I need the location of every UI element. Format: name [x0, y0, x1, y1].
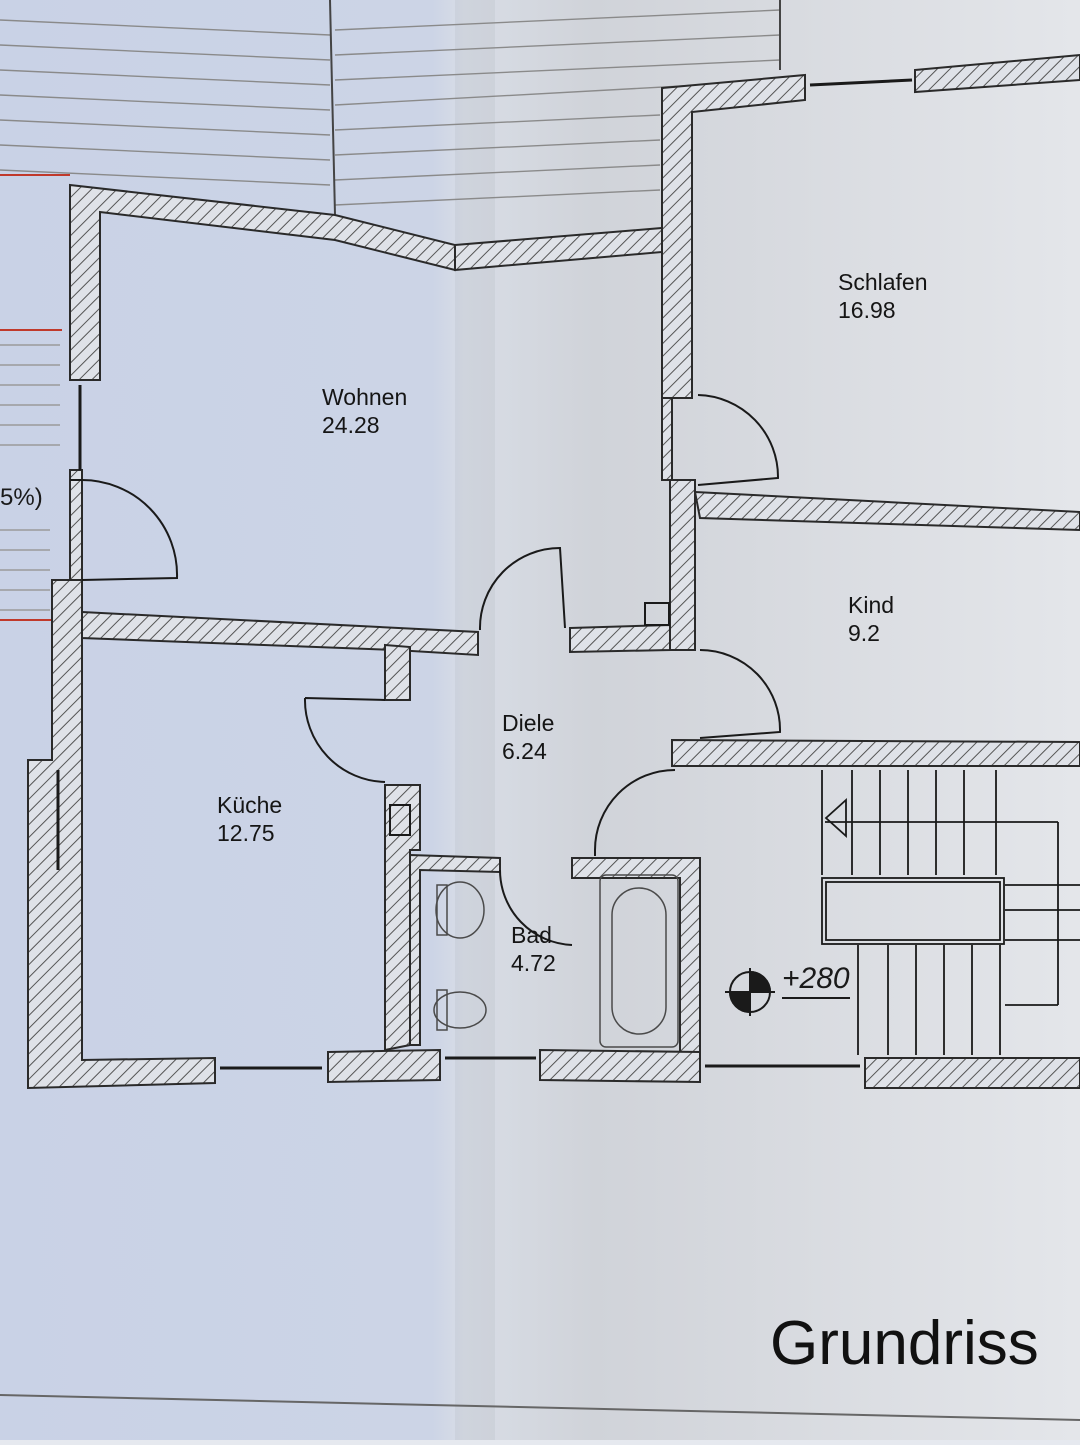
room-label-schlafen: Schlafen 16.98	[838, 269, 928, 324]
balcony-divider	[329, 0, 336, 216]
room-area: 4.72	[511, 949, 556, 976]
drawing-title: Grundriss	[770, 1309, 1039, 1378]
walls	[27, 53, 1080, 1090]
room-name: Küche	[217, 792, 283, 818]
room-name: Bad	[511, 922, 552, 948]
sheet-frame-line	[0, 1394, 1080, 1421]
room-area: 16.98	[838, 296, 896, 323]
shaft-box	[389, 804, 411, 836]
room-name: Diele	[502, 710, 555, 736]
room-name: Schlafen	[838, 269, 928, 295]
room-label-diele: Diele 6.24	[502, 710, 554, 765]
windows	[56, 78, 913, 1070]
room-area: 9.2	[848, 619, 880, 646]
room-area: 12.75	[217, 819, 275, 846]
room-label-bad: Bad 4.72	[511, 922, 556, 977]
room-name: Wohnen	[322, 384, 408, 410]
elevation-label: +280	[782, 962, 850, 999]
room-name: Kind	[848, 592, 895, 618]
room-label-kind: Kind 9.2	[848, 592, 894, 647]
partial-percent-label: 5%)	[0, 484, 43, 511]
staircase	[821, 770, 1080, 1055]
room-area: 24.28	[322, 411, 380, 438]
room-area: 6.24	[502, 737, 547, 764]
bathroom-fixtures	[433, 874, 679, 1048]
room-label-wohnen: Wohnen 24.28	[322, 384, 407, 439]
shaft-box	[644, 602, 670, 626]
balcony-lines	[0, 9, 781, 206]
elevation-marker	[725, 968, 775, 1016]
door-swings	[70, 394, 782, 946]
fold-shadow	[455, 0, 495, 1440]
left-stair-lines	[0, 344, 60, 611]
room-label-kueche: Küche 12.75	[217, 792, 282, 847]
red-marks	[0, 174, 70, 621]
